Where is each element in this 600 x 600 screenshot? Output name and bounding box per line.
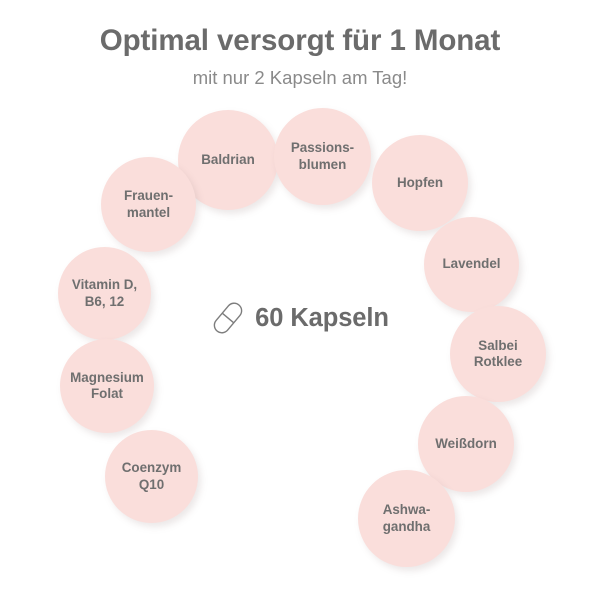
ingredient-bubble: Hopfen: [372, 135, 468, 231]
ingredient-bubble-label: Passions- blumen: [290, 140, 355, 172]
ingredient-bubble: Lavendel: [424, 217, 519, 312]
ingredient-bubble: Vitamin D, B6, 12: [58, 247, 151, 340]
capsule-count-group: 60 Kapseln: [150, 292, 450, 344]
ingredient-bubble: Passions- blumen: [274, 108, 371, 205]
ingredient-bubble: Salbei Rotklee: [450, 306, 546, 402]
header: Optimal versorgt für 1 Monat mit nur 2 K…: [0, 24, 600, 89]
ingredient-bubble: Weißdorn: [418, 396, 514, 492]
page-title: Optimal versorgt für 1 Monat: [99, 24, 501, 57]
ingredient-bubble-label: Coenzym Q10: [121, 460, 182, 492]
ingredient-bubble-label: Frauen- mantel: [123, 188, 174, 220]
ingredient-bubble-label: Baldrian: [201, 151, 255, 167]
ingredient-bubble-label: Lavendel: [442, 256, 501, 272]
page-subtitle: mit nur 2 Kapseln am Tag!: [192, 66, 408, 88]
ingredient-bubble-label: Weißdorn: [435, 435, 497, 451]
ingredient-bubble: Frauen- mantel: [101, 157, 196, 252]
ingredient-bubble: Magnesium Folat: [60, 339, 154, 433]
ingredient-bubble-label: Magnesium Folat: [70, 369, 144, 401]
capsule-icon: [211, 298, 245, 338]
ingredient-bubble-label: Hopfen: [396, 174, 444, 190]
capsule-count-label: 60 Kapseln: [255, 303, 389, 332]
ingredient-bubble: Ashwa- gandha: [358, 470, 455, 567]
ingredient-bubble: Coenzym Q10: [105, 430, 198, 523]
ingredient-bubble-label: Ashwa- gandha: [382, 502, 431, 534]
ingredient-bubble-label: Vitamin D, B6, 12: [71, 277, 138, 309]
ingredient-bubble-label: Salbei Rotklee: [473, 337, 523, 369]
